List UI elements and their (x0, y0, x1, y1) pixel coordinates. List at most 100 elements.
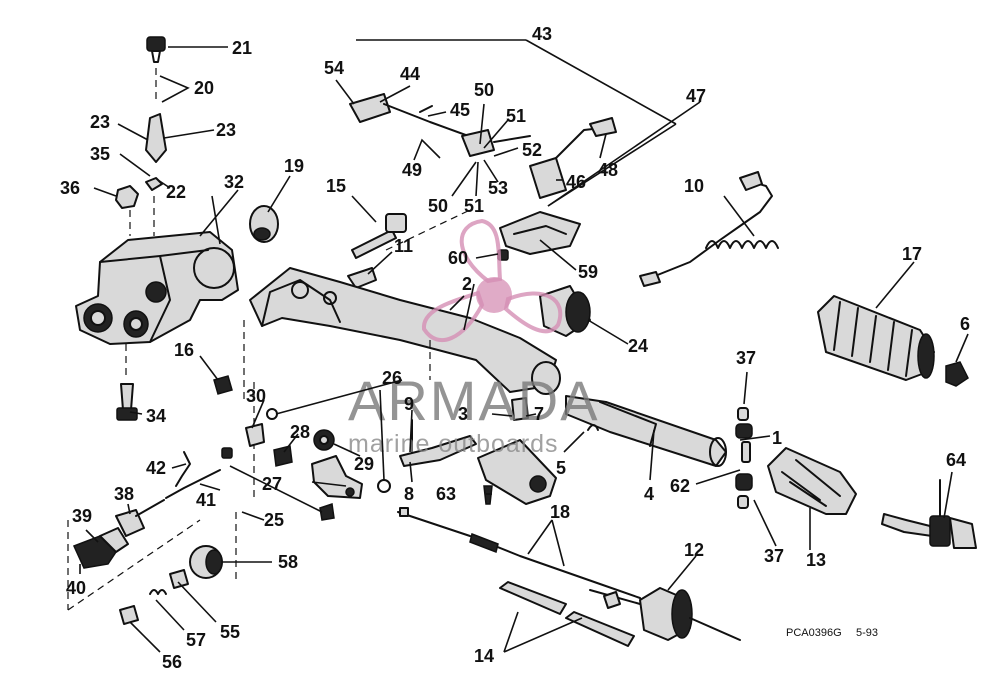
callout-label: 59 (578, 262, 598, 282)
part-41-pin (165, 469, 221, 499)
callout-label: 50 (474, 80, 494, 100)
part-18-cable (397, 507, 641, 599)
callout-label: 58 (278, 552, 298, 572)
watermark-brand: ARMADA (348, 369, 600, 432)
callout-label: 30 (246, 386, 266, 406)
callout-label: 1 (772, 428, 782, 448)
part-27-bracket (311, 455, 363, 499)
callout-label: 28 (290, 422, 310, 442)
part-drawings (67, 36, 977, 647)
part-21-screw (146, 36, 166, 63)
logo-blade (459, 218, 503, 284)
part-5-bracket (477, 439, 557, 505)
callout-label: 22 (166, 182, 186, 202)
callout-label: 5 (556, 458, 566, 478)
part-2-steering-arm (249, 267, 561, 395)
watermark-tagline: marine outboards (348, 430, 559, 458)
callout-label: 39 (72, 506, 92, 526)
callout-label: 37 (736, 348, 756, 368)
callout-label: 57 (186, 630, 206, 650)
callout-label: 49 (402, 160, 422, 180)
part-8-link (399, 435, 477, 467)
part-30-nut (245, 423, 265, 447)
part-63-screw (483, 485, 493, 505)
callout-label: 18 (550, 502, 570, 522)
logo-blade (503, 291, 563, 334)
callout-label: 6 (960, 314, 970, 334)
callout-label: 13 (806, 550, 826, 570)
part-56-screw (119, 605, 139, 625)
callout-label: 2 (462, 274, 472, 294)
callout-label: 50 (428, 196, 448, 216)
callout-label: 34 (146, 406, 166, 426)
callout-label: 55 (220, 622, 240, 642)
callout-label: 3 (458, 404, 468, 424)
part-28-nut (273, 445, 293, 467)
callout-label: 38 (114, 484, 134, 504)
part-14-rods (499, 581, 635, 647)
callout-label: 51 (464, 196, 484, 216)
callout-label: 14 (474, 646, 494, 666)
callout-label: 10 (684, 176, 704, 196)
part-46-clip (529, 127, 603, 199)
callout-label: 40 (66, 578, 86, 598)
part-44-switch (349, 93, 475, 139)
part-32-bracket (75, 231, 239, 345)
part-17-grip (817, 295, 935, 381)
callout-label: 9 (404, 394, 414, 414)
callout-label: 29 (354, 454, 374, 474)
drawing-date: 5-93 (856, 627, 878, 639)
logo-hub (476, 277, 512, 313)
part-64-fitting (881, 479, 977, 549)
part-48-lanyard-clip (589, 117, 617, 137)
callout-label: 23 (216, 120, 236, 140)
watermark: ARMADA marine outboards (348, 218, 600, 458)
callout-label: 53 (488, 178, 508, 198)
part-23-clip (145, 113, 167, 163)
callout-label: 52 (522, 140, 542, 160)
part-57-spring (149, 589, 167, 595)
callout-label: 60 (448, 248, 468, 268)
callout-label: 21 (232, 38, 252, 58)
part-40-adapter (72, 527, 129, 569)
callout-label: 46 (566, 172, 586, 192)
callout-label: 17 (902, 244, 922, 264)
part-22-nut (145, 177, 163, 191)
callout-label: 8 (404, 484, 414, 504)
part-4-tube (565, 395, 727, 467)
callout-label: 12 (684, 540, 704, 560)
part-26-washer (266, 408, 278, 420)
callout-label: 26 (382, 368, 402, 388)
part-15-bolt (351, 213, 407, 259)
callout-label: 56 (162, 652, 182, 672)
part-37-bushing-lower (737, 495, 749, 509)
part-55-screw (169, 569, 189, 589)
callout-label: 43 (532, 24, 552, 44)
callout-label: 20 (194, 78, 214, 98)
callout-label: 42 (146, 458, 166, 478)
leader-lines (79, 39, 969, 653)
callout-label: 64 (946, 450, 966, 470)
callout-label: 35 (90, 144, 110, 164)
part-37-bushing-upper (737, 407, 749, 421)
part-38-fitting (115, 499, 165, 537)
part-41-pin-end (221, 447, 233, 459)
callout-label: 11 (394, 236, 413, 256)
callout-label: 45 (450, 100, 470, 120)
callout-label: 19 (284, 156, 304, 176)
part-10-lanyard (639, 171, 779, 287)
part-3-pin (511, 397, 529, 421)
part-52-connector (461, 129, 531, 157)
callout-label: 36 (60, 178, 80, 198)
part-13-grip (767, 447, 857, 515)
callout-label: 41 (196, 490, 216, 510)
callout-labels: 1 2 3 4 5 6 7 8 9 10 11 12 13 14 15 16 1… (60, 24, 970, 672)
part-25-screw (319, 503, 335, 521)
callout-label: 16 (174, 340, 194, 360)
part-6-cap (945, 361, 969, 387)
callout-label: 7 (534, 404, 544, 424)
part-29-washer (377, 479, 391, 493)
part-29-spacer (313, 429, 335, 451)
callout-label: 44 (400, 64, 420, 84)
